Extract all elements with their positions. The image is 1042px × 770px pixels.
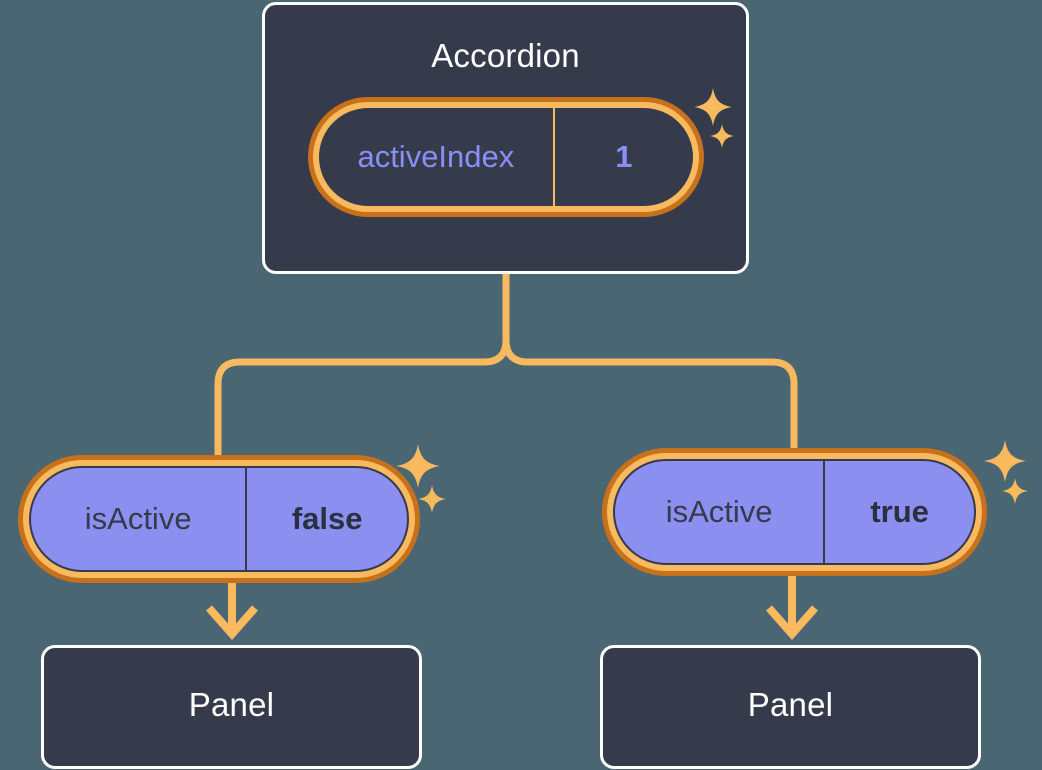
state-value-isactive-right: true	[823, 461, 974, 563]
sparkle-icon	[396, 444, 440, 488]
panel-left-title: Panel	[188, 686, 275, 723]
accordion-title: Accordion	[431, 37, 580, 74]
sparkle-icon	[694, 88, 732, 126]
state-pill-activeindex[interactable]: activeIndex 1	[308, 97, 704, 217]
pill-body: isActive false	[29, 466, 409, 572]
state-key-isactive-left: isActive	[84, 501, 192, 536]
state-pill-isactive-false[interactable]: isActive false	[18, 455, 420, 583]
sparkle-icon	[984, 440, 1026, 482]
connector-accordion-to-right	[502, 270, 798, 474]
panel-right-component-box[interactable]: Panel	[600, 645, 981, 769]
panel-right-title: Panel	[747, 686, 834, 723]
state-pill-isactive-true[interactable]: isActive true	[602, 448, 987, 576]
state-key-isactive-right: isActive	[665, 494, 773, 529]
connector-accordion-to-left	[214, 270, 510, 474]
pill-body: activeIndex 1	[319, 108, 693, 206]
arrow-down-icon-right	[766, 576, 818, 641]
pill-body: isActive true	[613, 459, 976, 565]
panel-left-component-box[interactable]: Panel	[41, 645, 422, 769]
state-key-activeindex: activeIndex	[357, 139, 515, 174]
sparkle-small-icon	[1002, 478, 1028, 504]
arrow-down-icon-left	[206, 583, 258, 641]
sparkle-small-icon	[418, 485, 446, 513]
state-value-activeindex: 1	[552, 108, 693, 206]
sparkle-small-icon	[710, 124, 734, 148]
state-value-isactive-left: false	[245, 468, 407, 570]
